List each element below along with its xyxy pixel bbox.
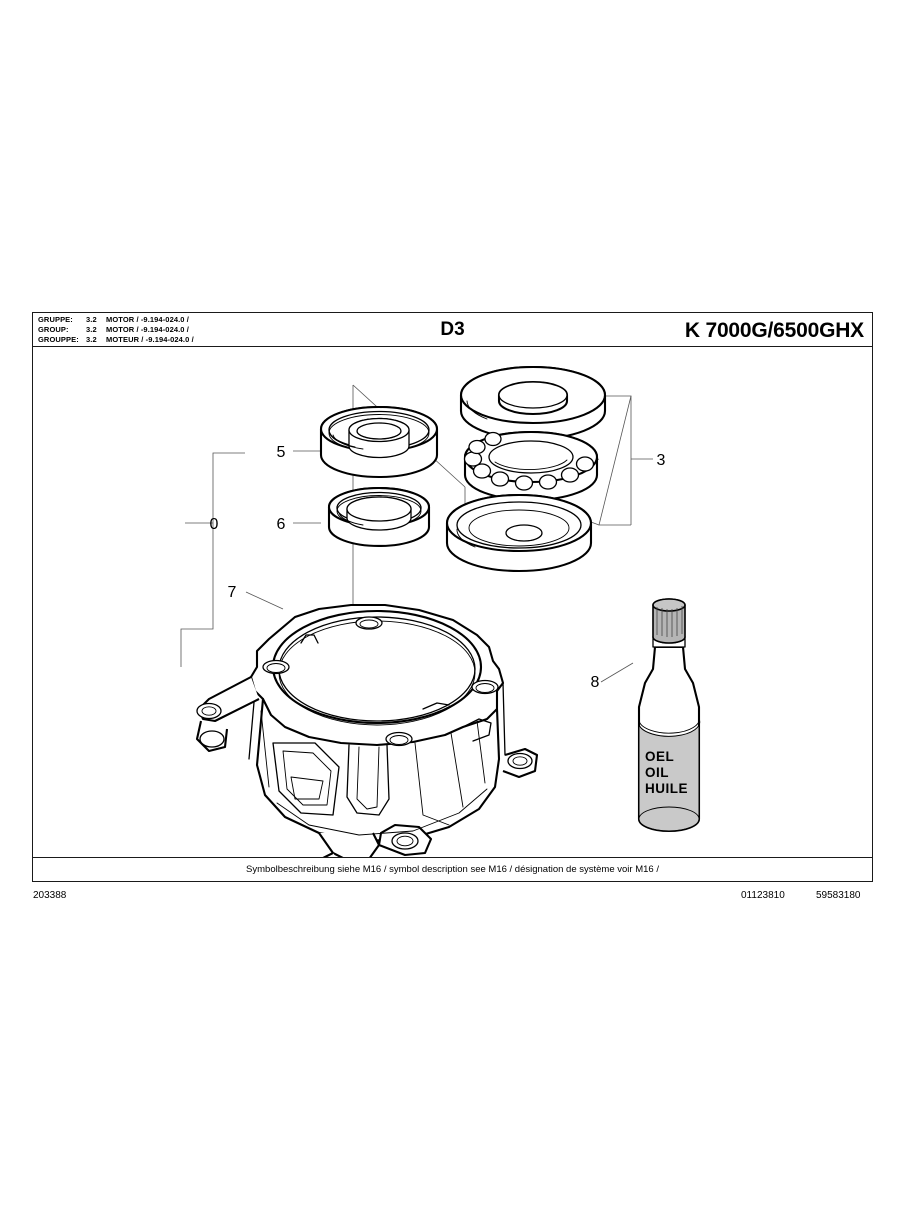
callout-7: 7 [228, 584, 237, 601]
group-number-fr: 3.2 [86, 335, 97, 344]
group-description-fr: MOTEUR / -9.194-024.0 / [106, 335, 194, 344]
reference-number-middle: 01123810 [741, 890, 785, 901]
oil-bottle-line-1: OEL [645, 749, 674, 764]
callout-numbers: 0 5 6 7 3 8 [210, 444, 666, 691]
group-number-de: 3.2 [86, 315, 97, 324]
thrust-bearing-balls [463, 431, 595, 491]
part-3-ball-cage [463, 430, 599, 502]
group-description-en: MOTOR / -9.194-024.0 / [106, 325, 189, 334]
group-number-en: 3.2 [86, 325, 97, 334]
callout-8: 8 [591, 674, 600, 691]
oil-bottle-line-3: HUILE [645, 781, 688, 796]
callout-3: 3 [657, 452, 666, 469]
group-info-block: GRUPPE: 3.2 MOTOR / -9.194-024.0 / GROUP… [38, 315, 194, 345]
housing-bolt-bosses [262, 616, 499, 747]
callout-leaders [245, 450, 634, 683]
part-5-ball-bearing [319, 405, 439, 479]
part-3-thrust-washer-upper [459, 365, 607, 441]
callout-6: 6 [277, 516, 286, 533]
sheet-code: D3 [440, 319, 465, 340]
callout-bracket-0 [180, 452, 245, 667]
group-row: GROUPPE: 3.2 MOTEUR / -9.194-024.0 / [38, 335, 194, 345]
callout-0: 0 [210, 516, 219, 533]
exploded-parts-diagram: .hv { fill:none; stroke:#000; stroke-wid… [33, 347, 872, 858]
reference-number-right: 59583180 [816, 890, 861, 901]
group-description-de: MOTOR / -9.194-024.0 / [106, 315, 189, 324]
group-row: GROUP: 3.2 MOTOR / -9.194-024.0 / [38, 325, 194, 335]
part-3-thrust-housing-lower [445, 493, 593, 573]
model-code: K 7000G/6500GHX [684, 319, 864, 342]
drawing-sheet: GRUPPE: 3.2 MOTOR / -9.194-024.0 / GROUP… [32, 312, 873, 882]
group-label-en: GROUP: [38, 325, 69, 334]
callout-5: 5 [277, 444, 286, 461]
part-6-seal-ring [327, 486, 431, 548]
part-8-oil-bottle: OEL OIL HUILE [637, 598, 701, 833]
reference-number-left: 203388 [33, 890, 67, 901]
group-label-fr: GROUPPE: [38, 335, 79, 344]
sheet-header: GRUPPE: 3.2 MOTOR / -9.194-024.0 / GROUP… [33, 313, 872, 347]
diagram-svg: .hv { fill:none; stroke:#000; stroke-wid… [180, 365, 701, 858]
symbol-description-footnote: Symbolbeschreibung siehe M16 / symbol de… [33, 857, 872, 881]
part-7-gear-housing [195, 603, 539, 858]
group-label-de: GRUPPE: [38, 315, 73, 324]
oil-bottle-line-2: OIL [645, 765, 669, 780]
group-row: GRUPPE: 3.2 MOTOR / -9.194-024.0 / [38, 315, 194, 325]
